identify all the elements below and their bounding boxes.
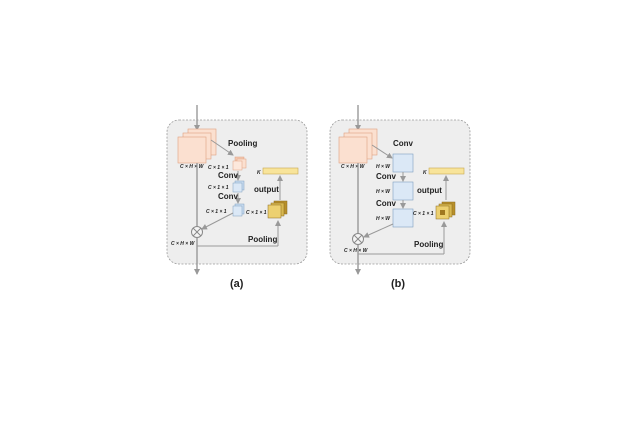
panel-b-output-dims: C × H × W bbox=[344, 248, 369, 254]
panel-a-pooling2-label: Pooling bbox=[248, 235, 277, 244]
panel-b-input-feature-map bbox=[338, 128, 378, 164]
panel-a-pooling-label: Pooling bbox=[228, 139, 257, 148]
panel-b-caption: (b) bbox=[391, 278, 405, 290]
panel-a-dim-4: C × 1 × 1 bbox=[246, 210, 267, 216]
panel-a-output-label: output bbox=[254, 185, 279, 194]
panel-b-conv-block-3 bbox=[392, 208, 414, 228]
panel-b-input-dims: C × H × W bbox=[341, 164, 366, 170]
panel-a-conv2-label: Conv bbox=[218, 192, 239, 201]
panel-a-k-label: K bbox=[257, 170, 261, 176]
panel-b-dim-2: H × W bbox=[376, 189, 391, 195]
panel-b-to-mult-arrow bbox=[363, 223, 394, 238]
panel-a-conv1-label: Conv bbox=[218, 171, 239, 180]
panel-b-conv2-label: Conv bbox=[376, 199, 397, 208]
panel-b-multiply-icon bbox=[352, 233, 364, 245]
panel-a-dim-1: C × 1 × 1 bbox=[208, 165, 229, 171]
panel-a: C × H × W Pooling C × 1 × 1 Conv C × 1 ×… bbox=[166, 105, 308, 290]
panel-a-pool-arrow bbox=[210, 139, 234, 156]
panel-a-caption: (a) bbox=[230, 278, 244, 290]
panel-b-conv-top-arrow bbox=[371, 144, 393, 159]
panel-a-pooled-cube bbox=[232, 156, 247, 171]
panel-b-conv1-label: Conv bbox=[376, 172, 397, 181]
panel-b-k-bar bbox=[428, 167, 465, 175]
panel-a-dim-2: C × 1 × 1 bbox=[208, 185, 229, 191]
panel-b-conv-block-2 bbox=[392, 181, 414, 201]
panel-a-gold-cube bbox=[267, 200, 288, 219]
panel-b-dim-1: H × W bbox=[376, 164, 391, 170]
panel-b-dim-c11: C × 1 × 1 bbox=[413, 211, 434, 217]
panel-a-input-dims: C × H × W bbox=[180, 164, 205, 170]
panel-a-output-dims: C × H × W bbox=[171, 241, 196, 247]
panel-b-conv-top-label: Conv bbox=[393, 139, 414, 148]
panel-b-pooling-label: Pooling bbox=[414, 240, 443, 249]
panel-a-k-bar bbox=[262, 167, 299, 175]
panel-b-conv-block-1 bbox=[392, 153, 414, 173]
panel-a-conv1-cube bbox=[232, 180, 245, 193]
panel-a-multiply-icon bbox=[191, 226, 203, 238]
panel-a-input-feature-map bbox=[177, 128, 217, 164]
panel-a-dim-3: C × 1 × 1 bbox=[206, 209, 227, 215]
panel-b-dim-3: H × W bbox=[376, 216, 391, 222]
panel-b-k-label: K bbox=[423, 170, 427, 176]
panel-b-output-label: output bbox=[417, 186, 442, 195]
panel-b-gold-cube bbox=[435, 201, 456, 220]
panel-b: C × H × W Conv H × W Conv H × W output C… bbox=[329, 105, 471, 290]
panel-a-to-mult-arrow bbox=[201, 212, 234, 230]
panel-a-conv2-cube bbox=[232, 203, 245, 217]
